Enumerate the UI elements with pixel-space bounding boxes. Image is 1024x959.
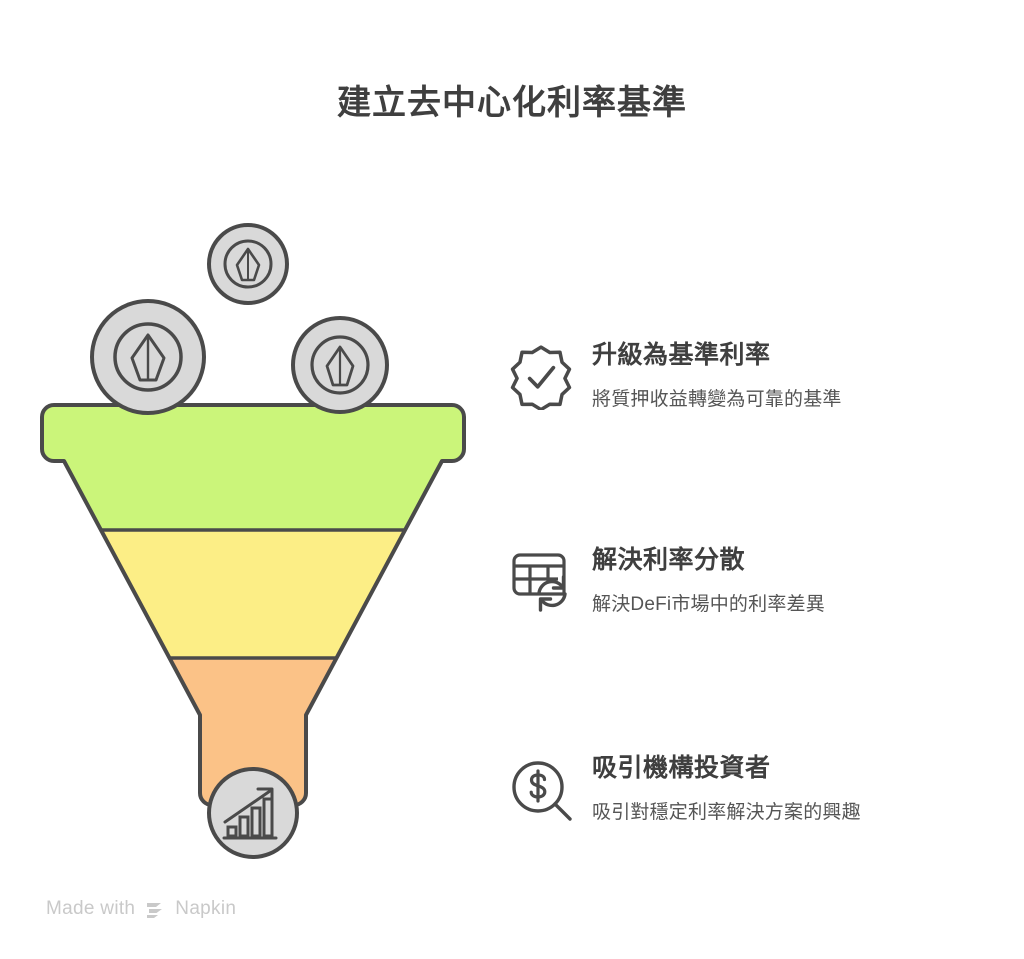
funnel-stage-top xyxy=(42,405,464,530)
verified-badge-icon xyxy=(508,340,586,415)
feature-text-block: 升級為基準利率 將質押收益轉變為可靠的基準 xyxy=(586,340,1008,414)
feature-title: 吸引機構投資者 xyxy=(592,754,771,782)
table-sync-icon xyxy=(508,545,586,624)
funnel-svg xyxy=(40,223,466,859)
napkin-logo-icon xyxy=(147,903,163,918)
feature-item-upgrade[interactable]: 升級為基準利率 將質押收益轉變為可靠的基準 xyxy=(508,340,1008,415)
footer-attribution: Made with Napkin xyxy=(46,898,236,920)
dollar-search-icon xyxy=(508,753,586,832)
feature-title: 升級為基準利率 xyxy=(592,341,771,369)
page-title: 建立去中心化利率基準 xyxy=(337,84,687,122)
funnel-stage-middle xyxy=(42,530,464,658)
feature-item-investors[interactable]: 吸引機構投資者 吸引對穩定利率解決方案的興趣 xyxy=(508,753,1008,832)
feature-description: 將質押收益轉變為可靠的基準 xyxy=(592,389,842,411)
eos-coin-icon-small xyxy=(207,223,289,305)
feature-item-fragmentation[interactable]: 解決利率分散 解決DeFi市場中的利率差異 xyxy=(508,545,1008,624)
feature-description: 吸引對穩定利率解決方案的興趣 xyxy=(592,802,861,824)
eos-coin-icon-large xyxy=(90,299,206,415)
napkin-brand-label: Napkin xyxy=(175,898,237,919)
made-with-label: Made with xyxy=(46,898,136,919)
feature-text-block: 解決利率分散 解決DeFi市場中的利率差異 xyxy=(586,545,1008,619)
growth-chart-icon xyxy=(207,767,299,859)
feature-title: 解決利率分散 xyxy=(592,546,746,574)
funnel-outline xyxy=(40,403,466,807)
eos-coin-icon-medium xyxy=(291,316,389,414)
feature-description: 解決DeFi市場中的利率差異 xyxy=(592,594,825,616)
funnel-diagram xyxy=(18,205,488,875)
feature-text-block: 吸引機構投資者 吸引對穩定利率解決方案的興趣 xyxy=(586,753,1008,827)
